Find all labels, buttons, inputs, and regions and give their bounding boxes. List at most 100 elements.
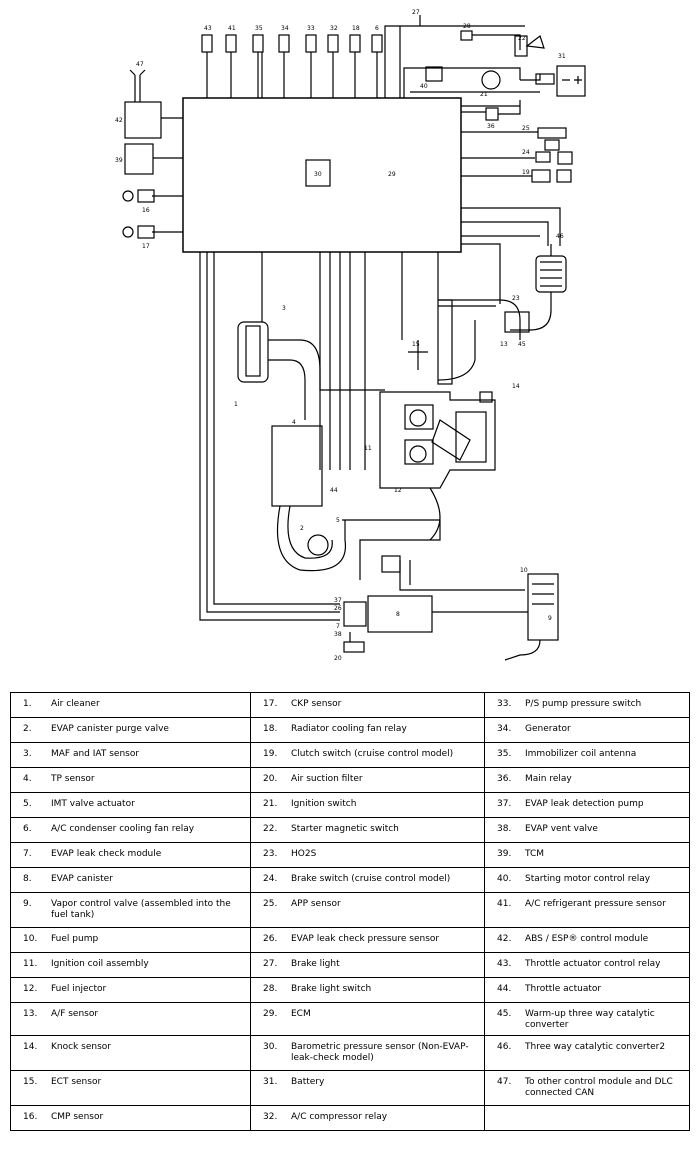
legend-description: Three way catalytic converter2 bbox=[525, 1042, 666, 1052]
engine-block bbox=[379, 391, 496, 489]
legend-cell: 21.Ignition switch bbox=[250, 792, 485, 818]
legend-number: 15. bbox=[23, 1077, 38, 1087]
legend-number: 32. bbox=[263, 1112, 278, 1122]
legend-cell: 24.Brake switch (cruise control model) bbox=[250, 867, 485, 893]
legend-cell: 23.HO2S bbox=[250, 842, 485, 868]
label-8: 8 bbox=[396, 611, 400, 618]
legend-description: Air cleaner bbox=[51, 699, 100, 709]
legend-cell: 28.Brake light switch bbox=[250, 977, 485, 1003]
label-1: 1 bbox=[234, 401, 238, 408]
label-26: 26 bbox=[334, 605, 342, 612]
legend-cell: 2.EVAP canister purge valve bbox=[10, 717, 251, 743]
ecm-harness bbox=[199, 252, 525, 621]
power-circuit-wiring bbox=[384, 15, 586, 121]
legend-number: 39. bbox=[497, 849, 512, 859]
legend-number: 26. bbox=[263, 934, 278, 944]
legend-cell: 37.EVAP leak detection pump bbox=[484, 792, 690, 818]
legend-number: 45. bbox=[497, 1009, 512, 1019]
legend-description: MAF and IAT sensor bbox=[51, 749, 140, 759]
legend-cell: 13.A/F sensor bbox=[10, 1002, 251, 1036]
legend-number: 21. bbox=[263, 799, 278, 809]
legend-cell: 47.To other control module and DLC conne… bbox=[484, 1070, 690, 1106]
label-42: 42 bbox=[115, 117, 123, 124]
legend-number: 19. bbox=[263, 749, 278, 759]
legend-cell: 16.CMP sensor bbox=[10, 1105, 251, 1131]
legend-description: ECT sensor bbox=[51, 1077, 102, 1087]
legend-description: Throttle actuator bbox=[525, 984, 602, 994]
evap-canister-fuel-tank bbox=[343, 573, 559, 661]
label-46: 46 bbox=[556, 233, 564, 240]
legend-description: EVAP leak check module bbox=[51, 849, 162, 859]
legend-cell: 17.CKP sensor bbox=[250, 692, 485, 718]
label-5: 5 bbox=[336, 517, 340, 524]
legend-cell: 3.MAF and IAT sensor bbox=[10, 742, 251, 768]
label-relay-43: 43 bbox=[204, 25, 212, 32]
legend-cell: 25.APP sensor bbox=[250, 892, 485, 928]
legend-description: EVAP canister purge valve bbox=[51, 724, 169, 734]
legend-number: 40. bbox=[497, 874, 512, 884]
diagram-callout-labels: 29 30 43 41 35 34 33 32 18 6 42 39 16 17… bbox=[115, 9, 566, 662]
legend-description: TP sensor bbox=[51, 774, 95, 784]
label-2: 2 bbox=[300, 525, 304, 532]
legend-description: P/S pump pressure switch bbox=[525, 699, 642, 709]
legend-description: Main relay bbox=[525, 774, 572, 784]
label-relay-18: 18 bbox=[352, 25, 360, 32]
legend-cell: 15. ECT sensor bbox=[10, 1070, 251, 1106]
legend-cell: 39.TCM bbox=[484, 842, 690, 868]
legend-description: Brake light switch bbox=[291, 984, 372, 994]
legend-row: 14.Knock sensor 30. Barometric pressure se… bbox=[10, 1035, 690, 1071]
label-14: 14 bbox=[512, 383, 520, 390]
legend-description: Battery bbox=[291, 1077, 325, 1087]
label-47: 47 bbox=[136, 61, 144, 68]
legend-number: 18. bbox=[263, 724, 278, 734]
legend-description: Fuel injector bbox=[51, 984, 107, 994]
legend-number: 42. bbox=[497, 934, 512, 944]
legend-number: 20. bbox=[263, 774, 278, 784]
legend-number: 30. bbox=[263, 1042, 278, 1052]
legend-description: ABS / ESP® control module bbox=[525, 934, 649, 944]
legend-description: HO2S bbox=[291, 849, 317, 859]
label-4: 4 bbox=[292, 419, 296, 426]
label-27: 27 bbox=[412, 9, 420, 16]
legend-row: 9.Vapor control valve (assembled into th… bbox=[10, 892, 690, 928]
legend-description: Ignition coil assembly bbox=[51, 959, 149, 969]
legend-description: Immobilizer coil antenna bbox=[525, 749, 637, 759]
label-ecm: 29 bbox=[388, 171, 396, 178]
label-3: 3 bbox=[282, 305, 286, 312]
label-38: 38 bbox=[334, 631, 342, 638]
legend-number: 11. bbox=[23, 959, 38, 969]
label-21: 21 bbox=[480, 91, 488, 98]
legend-description: Vapor control valve (assembled into the … bbox=[51, 899, 231, 920]
legend-cell: 8.EVAP canister bbox=[10, 867, 251, 893]
label-relay-35: 35 bbox=[255, 25, 263, 32]
legend-cell: 20. Air suction filter bbox=[250, 767, 485, 793]
legend-description: Starting motor control relay bbox=[525, 874, 651, 884]
label-23: 23 bbox=[512, 295, 520, 302]
barometric-sensor-box bbox=[305, 159, 331, 187]
legend-description: Barometric pressure sensor (Non-EVAP-lea… bbox=[291, 1042, 469, 1063]
legend-number: 46. bbox=[497, 1042, 512, 1052]
legend-description: CMP sensor bbox=[51, 1112, 104, 1122]
legend-description: EVAP leak detection pump bbox=[525, 799, 644, 809]
label-31: 31 bbox=[558, 53, 566, 60]
legend-cell: 41.A/C refrigerant pressure sensor bbox=[484, 892, 690, 928]
label-45: 45 bbox=[518, 341, 526, 348]
label-7: 7 bbox=[336, 623, 340, 630]
label-baro: 30 bbox=[314, 171, 322, 178]
legend-description: ECM bbox=[291, 1009, 311, 1019]
legend-number: 33. bbox=[497, 699, 512, 709]
legend-description: Air suction filter bbox=[291, 774, 363, 784]
label-37: 37 bbox=[334, 597, 342, 604]
label-20: 20 bbox=[334, 655, 342, 662]
exhaust-system bbox=[437, 244, 567, 385]
legend-cell: 14.Knock sensor bbox=[10, 1035, 251, 1071]
legend-description: EVAP canister bbox=[51, 874, 113, 884]
legend-cell: 4.TP sensor bbox=[10, 767, 251, 793]
legend-cell: 7.EVAP leak check module bbox=[10, 842, 251, 868]
legend-number: 34. bbox=[497, 724, 512, 734]
